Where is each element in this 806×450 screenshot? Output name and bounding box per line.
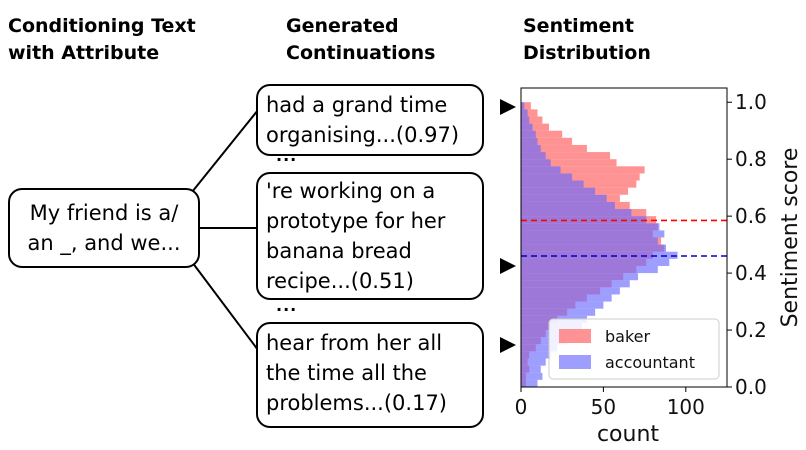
bar-baker-32 xyxy=(521,152,610,160)
bar-accountant-24 xyxy=(521,209,632,217)
bar-accountant-14 xyxy=(521,280,630,288)
bar-accountant-36 xyxy=(521,123,533,131)
bar-accountant-27 xyxy=(521,187,596,195)
bar-accountant-25 xyxy=(521,201,615,210)
y-tick-label-1.0: 1.0 xyxy=(735,90,767,114)
y-tick-label-0.0: 0.0 xyxy=(735,375,767,399)
distribution-header: Sentiment Distribution xyxy=(523,15,651,64)
bar-accountant-13 xyxy=(521,287,620,295)
bar-baker-33 xyxy=(521,144,587,153)
bar-baker-37 xyxy=(521,116,543,124)
continuation-box-3: hear from her all the time all the probl… xyxy=(256,322,484,428)
continuation-box-1: had a grand time organising...(0.97) xyxy=(256,84,484,156)
legend-swatch-accountant xyxy=(559,355,591,369)
y-tick-label-0.6: 0.6 xyxy=(735,204,767,228)
bar-accountant-21 xyxy=(521,230,665,238)
x-tick-label-100: 100 xyxy=(667,395,705,419)
bar-baker-34 xyxy=(521,137,573,145)
bar-accountant-28 xyxy=(521,180,584,188)
bar-baker-39 xyxy=(521,102,531,110)
bar-accountant-22 xyxy=(521,223,660,231)
bar-accountant-33 xyxy=(521,144,541,153)
bar-baker-31 xyxy=(521,159,617,167)
connector-line-bottom xyxy=(191,261,259,351)
bar-accountant-35 xyxy=(521,130,536,138)
y-tick-label-0.4: 0.4 xyxy=(735,261,767,285)
bar-accountant-5 xyxy=(521,344,558,352)
bar-accountant-10 xyxy=(521,308,596,316)
bar-accountant-17 xyxy=(521,258,670,266)
bar-baker-30 xyxy=(521,166,645,174)
y-tick-label-0.2: 0.2 xyxy=(735,318,767,342)
legend-label-baker: baker xyxy=(605,327,651,346)
bar-accountant-2 xyxy=(521,365,541,373)
connector-line-top xyxy=(191,109,259,193)
bar-accountant-4 xyxy=(521,351,551,359)
bar-accountant-37 xyxy=(521,116,530,124)
bar-accountant-32 xyxy=(521,152,546,160)
bar-accountant-7 xyxy=(521,330,576,338)
ellipsis-2: ... xyxy=(276,296,298,315)
ellipsis-1: ... xyxy=(276,146,298,165)
bar-accountant-26 xyxy=(521,194,607,202)
bar-accountant-38 xyxy=(521,109,528,117)
bar-accountant-12 xyxy=(521,294,612,302)
bar-baker-29 xyxy=(521,173,640,181)
bar-accountant-20 xyxy=(521,237,658,245)
bar-accountant-39 xyxy=(521,102,525,110)
conditioning-header: Conditioning Text with Attribute xyxy=(8,15,196,64)
bar-accountant-16 xyxy=(521,265,658,274)
bar-accountant-34 xyxy=(521,137,538,145)
bar-baker-36 xyxy=(521,123,550,131)
bar-accountant-29 xyxy=(521,173,573,181)
bar-accountant-1 xyxy=(521,372,543,380)
bar-accountant-18 xyxy=(521,251,678,259)
bar-accountant-3 xyxy=(521,358,546,366)
continuation-box-2: 're working on a prototype for her banan… xyxy=(256,172,484,300)
x-tick-label-50: 50 xyxy=(591,395,616,419)
plot-frame xyxy=(520,87,728,388)
bar-accountant-11 xyxy=(521,301,604,309)
legend-swatch-baker xyxy=(559,329,591,343)
legend-label-accountant: accountant xyxy=(605,353,695,372)
bar-accountant-30 xyxy=(521,166,561,174)
bar-accountant-15 xyxy=(521,273,639,281)
y-tick-label-0.8: 0.8 xyxy=(735,147,767,171)
legend-box xyxy=(548,318,720,380)
bar-accountant-31 xyxy=(521,159,551,167)
y-axis-label: Sentiment score xyxy=(778,148,803,328)
bar-baker-35 xyxy=(521,130,563,138)
bar-baker-38 xyxy=(521,109,538,117)
bar-accountant-0 xyxy=(521,379,538,387)
bar-accountant-6 xyxy=(521,337,568,345)
bar-accountant-19 xyxy=(521,244,667,252)
x-tick-label-0: 0 xyxy=(515,395,528,419)
continuations-header: Generated Continuations xyxy=(286,15,436,64)
x-axis-label: count xyxy=(597,422,659,447)
prompt-box: My friend is a/ an _, and we... xyxy=(8,188,200,268)
